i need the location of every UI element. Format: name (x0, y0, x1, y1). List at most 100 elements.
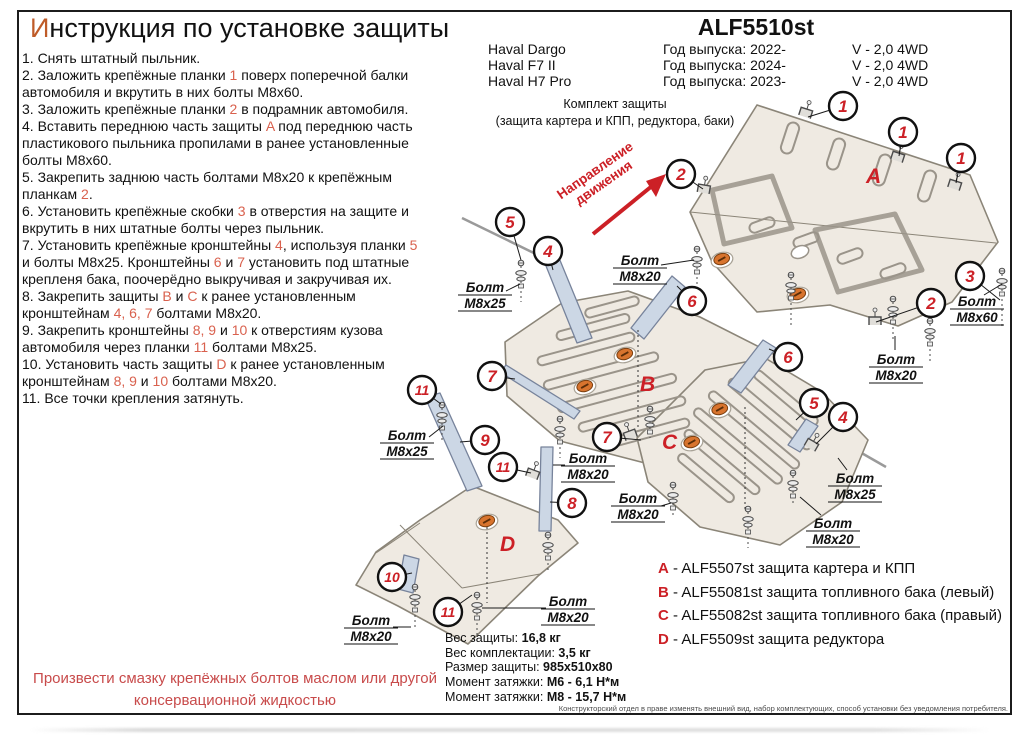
rubber-grommet (710, 251, 734, 269)
legend-item-D: D - ALF5509st защита редуктора (658, 628, 1002, 652)
legend-letter: B (658, 583, 669, 601)
callout-4: 4 (532, 235, 564, 267)
vehicle-engine-0: V - 2,0 4WD (852, 41, 929, 57)
vehicle-engine-1: V - 2,0 4WD (852, 57, 929, 73)
vehicle-year-0: Год выпуска: 2022- (663, 41, 786, 57)
leader-line (660, 259, 695, 266)
clamp-plate (803, 432, 820, 452)
svg-text:6: 6 (687, 292, 697, 311)
svg-text:Болт: Болт (549, 594, 587, 609)
bolt-stack (644, 405, 656, 438)
rubber-grommet (573, 378, 597, 396)
page-title: Инструкция по установке защиты (30, 13, 449, 44)
part-reference: 8, 9 (113, 373, 137, 389)
leader-line (837, 457, 848, 471)
mounting-bracket (787, 418, 819, 453)
stiffening-channel (709, 173, 795, 247)
page-border (17, 10, 1012, 715)
svg-text:8: 8 (567, 494, 577, 513)
legend-item-A: A - ALF5507st защита картера и КПП (658, 557, 1002, 581)
spec-row-2: Размер защиты: 985x510x80 (445, 660, 613, 675)
svg-text:М8х25: М8х25 (386, 444, 428, 459)
fold-line (399, 524, 463, 589)
kit-title: Комплект защиты (563, 97, 667, 111)
bolt-stack (554, 415, 566, 458)
band-slot (825, 137, 847, 171)
instruction-step-1: 1. Снять штатный пыльник. (22, 50, 201, 66)
vent-slot (707, 390, 801, 470)
svg-text:1: 1 (956, 149, 965, 168)
band-slot (779, 121, 801, 155)
direction-arrow (591, 184, 654, 236)
svg-text:10: 10 (384, 569, 400, 585)
vent-slot (584, 295, 640, 319)
svg-text:М8х20: М8х20 (567, 467, 609, 482)
mounting-bracket (630, 275, 686, 340)
center-hole (790, 244, 810, 260)
callout-6: 6 (772, 341, 804, 373)
part-reference: 1 (229, 67, 238, 83)
legend-letter: D (658, 630, 669, 648)
direction-arrowhead (646, 174, 666, 197)
callout-7: 7 (591, 421, 623, 453)
legend-text: - ALF55081st защита топливного бака (лев… (668, 583, 995, 601)
svg-text:6: 6 (783, 348, 793, 367)
part-reference: 6 (213, 254, 222, 270)
mounting-bracket (538, 446, 554, 532)
callout-2: 2 (665, 158, 697, 190)
vent-slot (555, 312, 631, 342)
note-line2: консервационной жидкостью (133, 692, 337, 709)
clamp-plate (868, 307, 882, 325)
vent-slot (693, 407, 783, 485)
part-reference: A (265, 118, 275, 134)
stiffening-channel (812, 211, 925, 295)
callout-4: 4 (827, 401, 859, 433)
svg-text:М8х20: М8х20 (619, 269, 661, 284)
svg-text:11: 11 (415, 382, 430, 398)
instruction-list: 1. Снять штатный пыльник.2. Заложить кре… (22, 50, 426, 407)
part-letter-A: A (865, 165, 881, 188)
svg-text:1: 1 (838, 97, 847, 116)
svg-text:Болт: Болт (388, 428, 426, 443)
svg-text:11: 11 (441, 604, 456, 620)
rubber-grommet (613, 346, 637, 364)
instruction-step-10: 10. Установить часть защиты D к ранее ус… (22, 356, 385, 389)
vehicle-year-2: Год выпуска: 2023- (663, 73, 786, 89)
svg-text:М8х20: М8х20 (617, 507, 659, 522)
part-reference: 5 (409, 237, 418, 253)
lubrication-note: Произвести смазку крепёжных болтов масло… (20, 668, 450, 712)
fold-line (375, 522, 421, 554)
svg-text:М8х60: М8х60 (956, 310, 998, 325)
instruction-step-8: 8. Закрепить защиты B и C к ранее устано… (22, 288, 356, 321)
leader-line (428, 425, 444, 438)
scan-artifact (30, 728, 990, 732)
vent-slot (683, 428, 761, 496)
part-reference: 2 (229, 101, 238, 117)
part-letter-B: B (640, 373, 655, 396)
bolt-stack (515, 259, 527, 302)
callout-11: 11 (487, 451, 519, 483)
callout-1: 1 (945, 142, 977, 174)
svg-text:11: 11 (496, 459, 511, 475)
part-reference: 4, 6, 7 (113, 305, 153, 321)
bolt-stack (787, 469, 799, 504)
spec-row-1: Вес комплектации: 3,5 кг (445, 645, 591, 660)
callout-8: 8 (556, 487, 588, 519)
svg-text:Болт: Болт (621, 253, 659, 268)
manufacturer-disclaimer: Конструкторский отдел в праве изменять в… (558, 704, 1008, 713)
part-reference: 8, 9 (192, 322, 217, 338)
clamp-plate (696, 175, 712, 195)
legend-text: - ALF5509st защита редуктора (668, 630, 885, 648)
hook-slot (836, 247, 864, 265)
svg-text:Болт: Болт (569, 451, 607, 466)
vent-slot (536, 331, 636, 367)
part-reference: D (216, 356, 227, 372)
svg-text:7: 7 (487, 367, 498, 386)
